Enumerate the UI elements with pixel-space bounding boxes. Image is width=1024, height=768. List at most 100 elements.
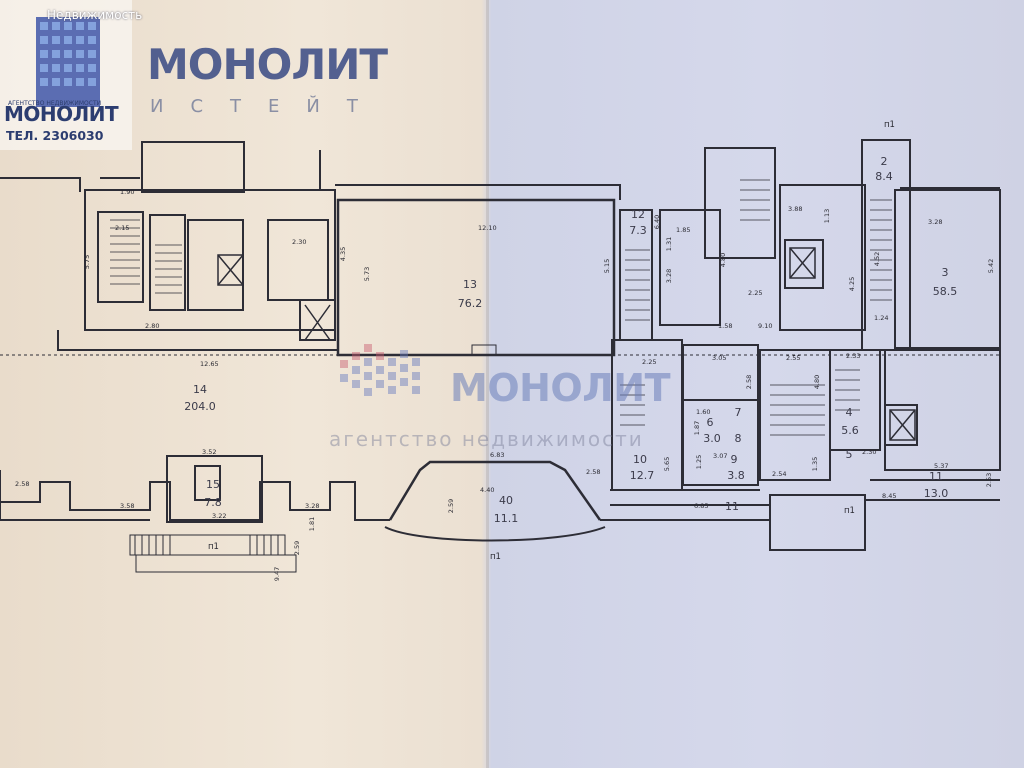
agency-logo: Недвижимость АГЕНТСТВО НЕДВИЖИМОСТИ МОНО… bbox=[0, 0, 142, 150]
left-block-wall bbox=[84, 189, 336, 331]
dim-label: 6.83 bbox=[490, 451, 505, 459]
dim-label: 12.65 bbox=[200, 360, 219, 368]
corridor-b bbox=[779, 184, 866, 331]
room-6-area: 3.0 bbox=[703, 432, 721, 445]
room-15-area: 7.8 bbox=[204, 496, 222, 509]
axis-label: п1 bbox=[490, 552, 501, 562]
dim-label: 5.37 bbox=[934, 462, 949, 470]
dim-label: 1.13 bbox=[823, 208, 832, 224]
dim-label: 1.35 bbox=[811, 456, 820, 472]
logo-caption: АГЕНТСТВО НЕДВИЖИМОСТИ bbox=[8, 100, 102, 107]
building-icon bbox=[36, 17, 100, 107]
corridor-a bbox=[659, 209, 721, 326]
room-8-number: 8 bbox=[734, 432, 742, 445]
dim-label: 3.58 bbox=[120, 502, 135, 510]
axis-label: п1 bbox=[208, 542, 219, 552]
dim-label: 2.58 bbox=[586, 468, 601, 476]
dim-label: 2.58 bbox=[745, 374, 754, 390]
dim-label: 4.80 bbox=[813, 374, 822, 390]
room-12-area: 7.3 bbox=[629, 224, 647, 237]
dim-label: 2.15 bbox=[115, 224, 130, 232]
vent-box bbox=[299, 299, 336, 341]
brand-title: МОНОЛИТ bbox=[147, 40, 388, 89]
dim-label: 5.15 bbox=[603, 258, 612, 274]
dim-label: 3.28 bbox=[305, 502, 320, 510]
dim-label: 1.31 bbox=[665, 236, 674, 252]
dim-label: 12.10 bbox=[478, 224, 497, 232]
dim-label: 4.35 bbox=[339, 246, 348, 262]
logo-phone: ТЕЛ. 2306030 bbox=[6, 128, 104, 143]
room-40-area: 11.1 bbox=[493, 512, 519, 525]
stair-left bbox=[97, 211, 144, 303]
room-3-number: 3 bbox=[941, 266, 949, 279]
dim-label: 2.53 bbox=[985, 472, 994, 488]
room-13-area: 76.2 bbox=[457, 297, 483, 310]
dim-label: 2.80 bbox=[145, 322, 160, 330]
dim-label: 1.60 bbox=[696, 408, 711, 416]
room-14-number: 14 bbox=[193, 383, 207, 396]
dim-label: 6.85 bbox=[694, 502, 709, 510]
dim-label: 8.45 bbox=[882, 492, 897, 500]
dim-label: 5.42 bbox=[987, 258, 996, 274]
site-name: Недвижимость bbox=[47, 8, 143, 22]
dim-label: 2.55 bbox=[786, 354, 801, 362]
room-15-number: 15 bbox=[206, 478, 220, 491]
room-2-number: 2 bbox=[880, 155, 888, 168]
dim-label: 2.54 bbox=[772, 470, 787, 478]
dim-label: 1.81 bbox=[308, 516, 317, 532]
dim-label: 1.85 bbox=[676, 226, 691, 234]
room-11-area: 13.0 bbox=[923, 487, 949, 500]
axis-label: п1 bbox=[844, 506, 855, 516]
dim-label: 4.40 bbox=[480, 486, 495, 494]
dim-label: 4.25 bbox=[848, 276, 857, 292]
room-12-stair bbox=[619, 209, 653, 341]
room-3-area: 58.5 bbox=[932, 285, 958, 298]
dim-label: 6.40 bbox=[653, 214, 662, 230]
dim-label: 3.28 bbox=[665, 268, 674, 284]
logo-word: МОНОЛИТ bbox=[4, 102, 119, 126]
dim-label: 2.33 bbox=[846, 352, 861, 360]
dim-label: 2.59 bbox=[447, 498, 456, 514]
room-7-number: 7 bbox=[734, 406, 742, 419]
dim-label: 5.65 bbox=[663, 456, 672, 472]
dim-label: 3.28 bbox=[928, 218, 943, 226]
dim-label: 4.80 bbox=[719, 252, 728, 268]
dim-label: 1.24 bbox=[874, 314, 889, 322]
watermark-title: МОНОЛИТ bbox=[450, 366, 671, 410]
room-9-number: 9 bbox=[730, 453, 738, 466]
brand-subtitle: ИСТЕЙТ bbox=[150, 96, 385, 117]
room-6-number: 6 bbox=[706, 416, 714, 429]
dim-label: 3.07 bbox=[713, 452, 728, 460]
dim-label: 5.75 bbox=[83, 254, 92, 270]
dim-label: 9.10 bbox=[758, 322, 773, 330]
dim-label: 1.90 bbox=[120, 188, 135, 196]
small-room bbox=[267, 219, 329, 301]
dim-label: 4.52 bbox=[873, 251, 882, 267]
room-4-area: 5.6 bbox=[841, 424, 859, 437]
dim-label: 2.59 bbox=[293, 540, 302, 556]
corridor-11-number: 11 bbox=[725, 500, 739, 513]
room-2-area: 8.4 bbox=[875, 170, 893, 183]
watermark-subtitle: агентство недвижимости bbox=[329, 427, 644, 451]
dim-label: 3.05 bbox=[712, 354, 727, 362]
axis-label: п1 bbox=[884, 120, 895, 130]
stair-mid bbox=[704, 147, 776, 259]
room-15-wall bbox=[166, 455, 263, 523]
room-40-number: 40 bbox=[499, 494, 513, 507]
paper-fold bbox=[486, 0, 489, 768]
room-12-number: 12 bbox=[631, 208, 645, 221]
room-5-number: 5 bbox=[845, 448, 853, 461]
dim-label: 1.25 bbox=[695, 454, 704, 470]
room-14-area: 204.0 bbox=[184, 400, 216, 413]
room-13-number: 13 bbox=[463, 278, 477, 291]
watermark-logo-icon bbox=[340, 344, 420, 396]
dim-label: 3.22 bbox=[212, 512, 227, 520]
dim-label: 2.25 bbox=[642, 358, 657, 366]
dim-label: 2.58 bbox=[15, 480, 30, 488]
room-9-area: 3.8 bbox=[727, 469, 745, 482]
lift-right bbox=[784, 239, 824, 289]
stair-shaft-top bbox=[141, 141, 245, 193]
dim-label: 2.30 bbox=[862, 448, 877, 456]
dim-label: 1.58 bbox=[718, 322, 733, 330]
